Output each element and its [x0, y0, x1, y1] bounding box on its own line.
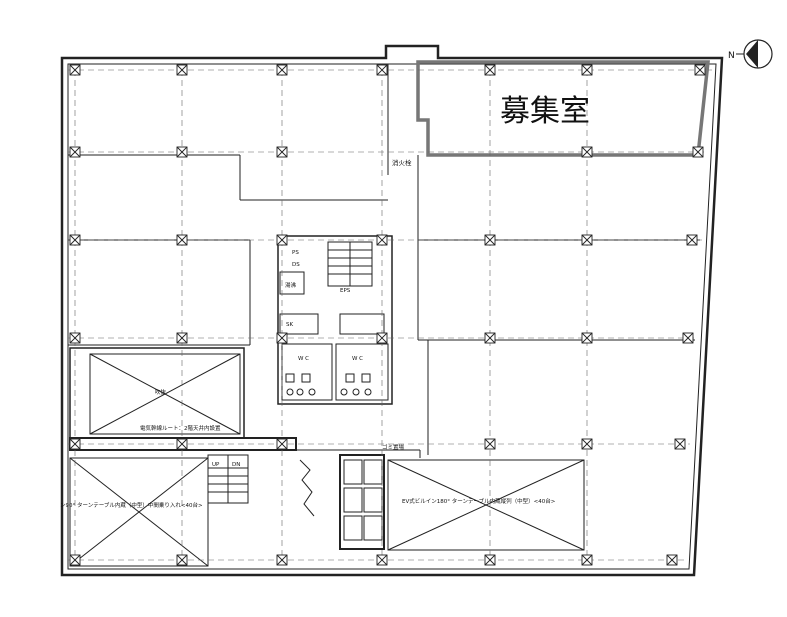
- ev-route-label: 電気幹線ルート：2階天井内設置: [140, 424, 221, 432]
- column-marker-cross: [276, 438, 288, 450]
- column-marker-cross: [686, 234, 698, 246]
- elevator-bank: [339, 454, 385, 550]
- column-marker-cross: [176, 554, 188, 566]
- ds-label: DS: [292, 262, 300, 268]
- turntable-left-label: ン90° ターンテーブル内蔵（中型）中間乗り入れ<40台>: [60, 501, 203, 509]
- column-marker-cross: [376, 64, 388, 76]
- column-marker-cross: [666, 554, 678, 566]
- wc-label-left: W C: [298, 356, 309, 362]
- ps-label: PS: [292, 250, 299, 256]
- column-marker-cross: [176, 438, 188, 450]
- column-marker-cross: [176, 332, 188, 344]
- north-label: N: [728, 51, 735, 61]
- dn-label: DN: [232, 462, 240, 468]
- column-marker-cross: [682, 332, 694, 344]
- column-marker-cross: [692, 146, 704, 158]
- column-marker-cross: [69, 146, 81, 158]
- column-marker-cross: [581, 332, 593, 344]
- column-marker-cross: [276, 554, 288, 566]
- column-marker-cross: [694, 64, 706, 76]
- column-marker-cross: [276, 64, 288, 76]
- column-marker-cross: [484, 234, 496, 246]
- column-marker-cross: [674, 438, 686, 450]
- turntable-right-label: EV式ビルイン180° ターンテーブル内蔵縦列（中型）<40台>: [402, 497, 556, 505]
- column-marker-cross: [69, 64, 81, 76]
- water-heater-label: 湯沸: [285, 281, 297, 289]
- column-marker-cross: [581, 64, 593, 76]
- column-marker-cross: [484, 438, 496, 450]
- building-outline: [60, 44, 724, 577]
- column-marker-cross: [276, 332, 288, 344]
- column-marker-cross: [276, 146, 288, 158]
- column-marker-cross: [581, 438, 593, 450]
- column-marker-cross: [276, 234, 288, 246]
- wc-label-right: W C: [352, 356, 363, 362]
- eps-label: EPS: [340, 288, 351, 294]
- column-marker-cross: [176, 146, 188, 158]
- fire-hydrant-label: 消火栓: [392, 158, 412, 167]
- shaft-label: 吹抜: [155, 388, 167, 396]
- column-marker-cross: [484, 332, 496, 344]
- column-marker-cross: [69, 234, 81, 246]
- structural-columns: [69, 64, 706, 566]
- column-marker-cross: [484, 554, 496, 566]
- vacancy-room-outline: [416, 60, 710, 157]
- parking-right: [387, 459, 585, 551]
- column-marker-cross: [176, 234, 188, 246]
- column-marker-cross: [484, 64, 496, 76]
- up-label: UP: [212, 462, 220, 468]
- column-marker-cross: [376, 332, 388, 344]
- vacancy-room-label: 募集室: [500, 94, 590, 129]
- column-marker-cross: [69, 438, 81, 450]
- column-marker-cross: [581, 146, 593, 158]
- column-marker-cross: [581, 234, 593, 246]
- sk-label: SK: [286, 322, 293, 328]
- garbage-label: ゴミ置場: [382, 443, 405, 451]
- column-marker-cross: [376, 554, 388, 566]
- column-marker-cross: [376, 234, 388, 246]
- parking-left: [69, 457, 209, 567]
- column-marker-cross: [69, 332, 81, 344]
- north-arrow: N: [728, 39, 773, 69]
- column-marker-cross: [69, 554, 81, 566]
- column-marker-cross: [581, 554, 593, 566]
- core-block: [277, 235, 393, 405]
- column-marker-cross: [176, 64, 188, 76]
